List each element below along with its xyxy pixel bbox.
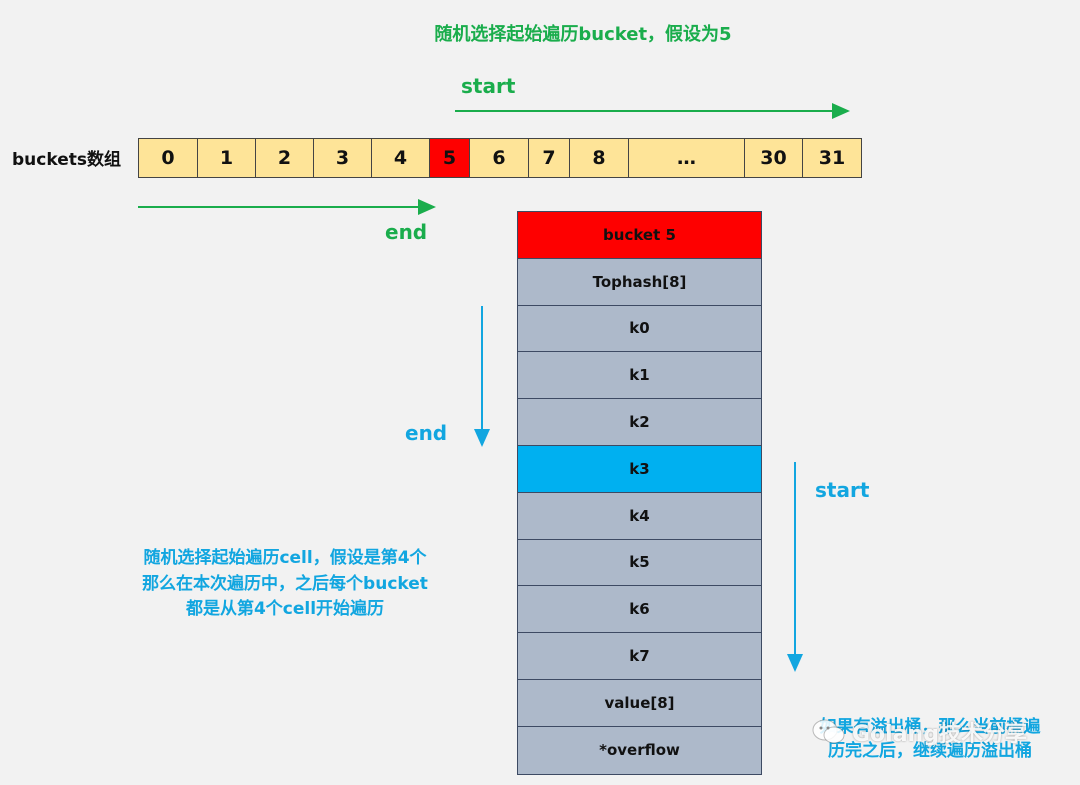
key-row: k4: [518, 492, 761, 540]
bucket-cell: 31: [803, 139, 861, 177]
bucket-cell-selected: 5: [430, 139, 470, 177]
bucket-structure: bucket 5 Tophash[8] k0 k1 k2 k3 k4 k5 k6…: [517, 211, 762, 775]
bucket-cell: 8: [570, 139, 629, 177]
key-row: k5: [518, 539, 761, 587]
overflow-note: 如果有溢出桶，那么当前桶遍 历完之后，继续遍历溢出桶: [780, 716, 1080, 764]
bucket-cell: 3: [314, 139, 372, 177]
cell-note-line: 那么在本次遍历中，之后每个bucket: [142, 573, 428, 594]
cell-note-line: 都是从第4个cell开始遍历: [185, 599, 385, 619]
bucket-cell: 4: [372, 139, 430, 177]
overflow-note-line: 如果有溢出桶，那么当前桶遍: [819, 717, 1041, 737]
tophash-row: Tophash[8]: [518, 258, 761, 306]
bucket-cell: 6: [470, 139, 529, 177]
watermark-text: Golang技术分享: [852, 722, 1027, 747]
key-row: k1: [518, 352, 761, 400]
overflow-note-line: 历完之后，继续遍历溢出桶: [828, 740, 1032, 761]
bucket-header-row: bucket 5: [518, 212, 761, 259]
cell-note: 随机选择起始遍历cell，假设是第4个 那么在本次遍历中，之后每个bucket …: [100, 546, 470, 623]
value-row: value[8]: [518, 679, 761, 727]
cell-start-label: start: [815, 478, 870, 502]
top-end-label: end: [385, 220, 428, 244]
cell-end-label: end: [405, 421, 448, 445]
key-row-selected: k3: [518, 445, 761, 493]
top-start-label: start: [461, 74, 516, 98]
diagram-title: 随机选择起始遍历bucket，假设为5: [434, 24, 732, 45]
key-row: k7: [518, 633, 761, 680]
bucket-cell: 0: [139, 139, 198, 177]
bucket-cell: 30: [745, 139, 803, 177]
bucket-cell: 2: [256, 139, 314, 177]
bucket-cell: 7: [529, 139, 570, 177]
buckets-array: 0 1 2 3 4 5 6 7 8 … 30 31: [138, 138, 862, 178]
overflow-row: *overflow: [518, 726, 761, 774]
watermark: Golang技术分享: [812, 716, 1027, 748]
buckets-array-label: buckets数组: [12, 150, 121, 170]
wechat-icon: [812, 719, 845, 744]
key-row: k2: [518, 399, 761, 446]
bucket-cell: 1: [198, 139, 256, 177]
key-row: k0: [518, 305, 761, 353]
bucket-cell-ellipsis: …: [629, 139, 745, 177]
cell-note-line: 随机选择起始遍历cell，假设是第4个: [143, 548, 427, 568]
key-row: k6: [518, 586, 761, 634]
